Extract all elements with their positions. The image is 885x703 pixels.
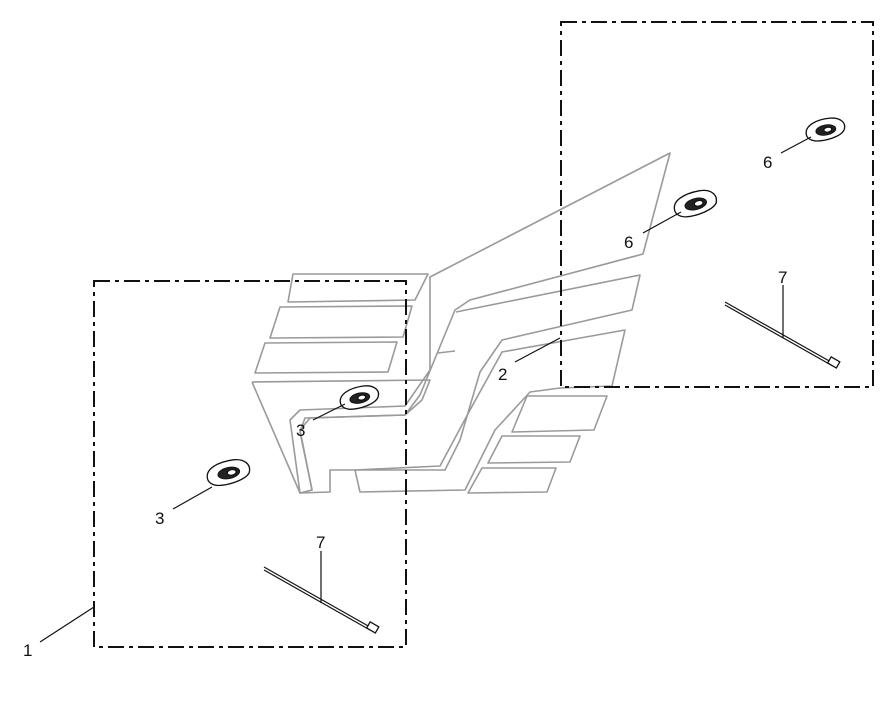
decal-graphic bbox=[251, 152, 671, 494]
callout-7-label: 7 bbox=[778, 268, 787, 287]
callout-7-label: 7 bbox=[316, 533, 325, 552]
kit-box-left bbox=[93, 280, 407, 648]
clip-part-icon bbox=[673, 189, 718, 218]
leader-lines bbox=[39, 136, 812, 643]
clip-part-icon bbox=[339, 385, 380, 410]
callout-6-label: 6 bbox=[624, 233, 633, 252]
kit-box-right bbox=[560, 21, 874, 388]
clip-part-icon bbox=[805, 117, 846, 142]
callout-1-label: 1 bbox=[23, 641, 32, 660]
cable-tie-icon bbox=[263, 566, 380, 634]
callout-3-label: 3 bbox=[296, 421, 305, 440]
cable-tie-icon bbox=[724, 301, 841, 369]
clip-part-icon bbox=[206, 459, 251, 487]
callout-2-label: 2 bbox=[498, 365, 507, 384]
callout-6-label: 6 bbox=[763, 153, 772, 172]
callout-3-label: 3 bbox=[155, 509, 164, 528]
